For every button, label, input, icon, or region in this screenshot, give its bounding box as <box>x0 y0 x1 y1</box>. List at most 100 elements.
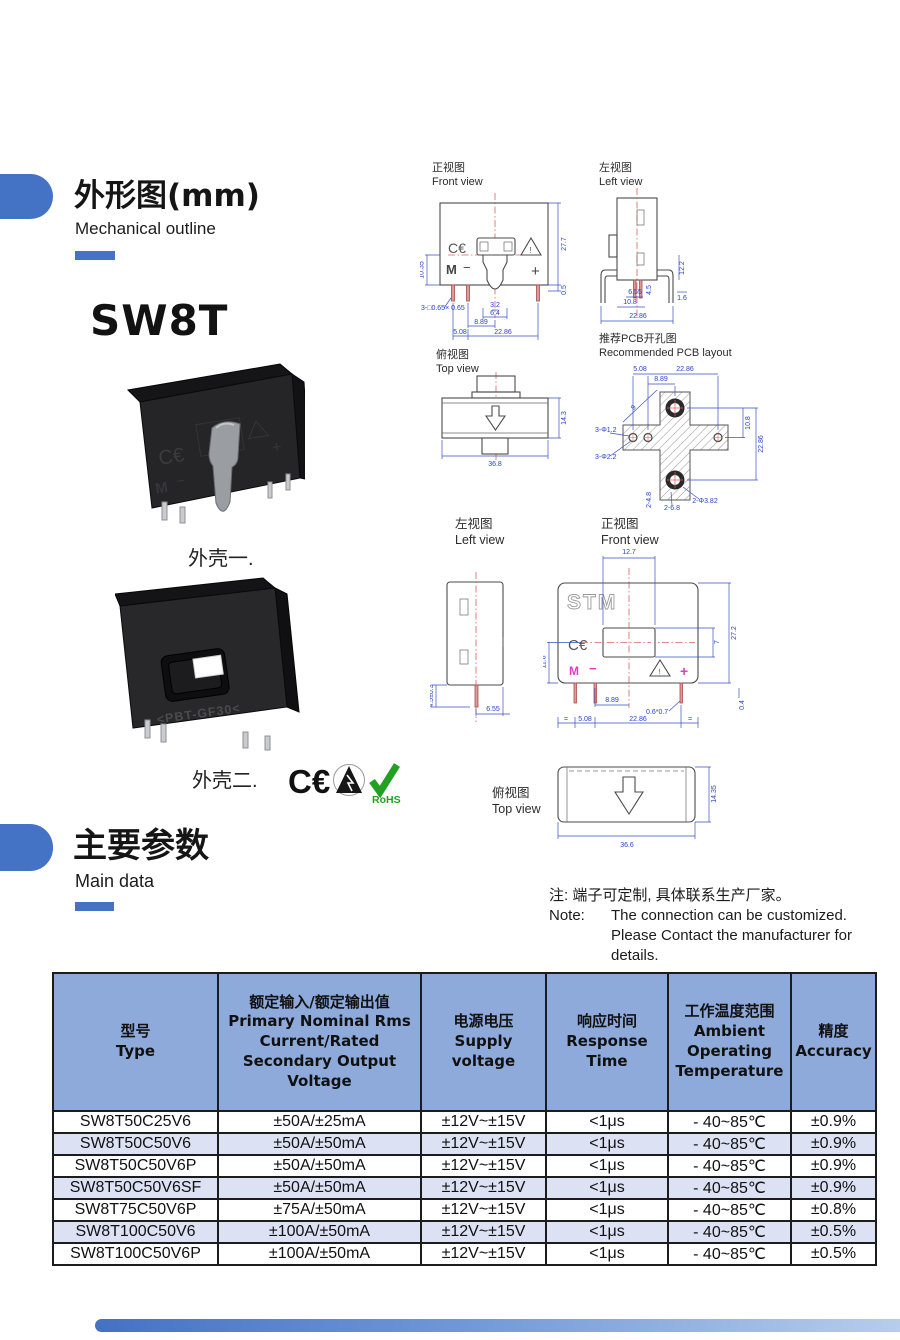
table-row: SW8T50C50V6P±50A/±50mA±12V~±15V<1μs- 40~… <box>52 1154 877 1178</box>
note-line2: Please Contact the manufacturer for deta… <box>611 927 852 964</box>
table-cell: <1μs <box>545 1176 669 1200</box>
fv2-minus-marking: − <box>589 661 597 676</box>
dim: = <box>688 716 692 723</box>
table-cell: - 40~85℃ <box>667 1110 792 1134</box>
front-view-1-label: 正视图 Front view <box>432 162 483 189</box>
left-view-2-label-zh: 左视图 <box>455 517 493 531</box>
col-header-en: Accuracy <box>795 1042 872 1060</box>
top-view-1-label-zh: 俯视图 <box>436 349 469 361</box>
dim: 7 <box>714 640 721 644</box>
dim: 3-□0.65× 0.65 <box>421 305 465 312</box>
section-title-outline-zh: 外形图(mm) <box>74 178 260 214</box>
dim: 27.7 <box>561 237 568 251</box>
fv2-m-marking: M <box>569 664 579 678</box>
dim: 27.2 <box>731 626 738 640</box>
dim: 2-6.8 <box>664 505 680 512</box>
dim: 6.55 <box>486 706 500 713</box>
dim: 6.55 <box>628 289 642 296</box>
col-header-operating-temp: 工作温度范围 Ambient Operating Temperature <box>667 972 792 1112</box>
fv2-stm-marking: STM <box>567 591 617 614</box>
cert-circle <box>333 764 365 796</box>
front-view-2-label-zh: 正视图 <box>601 517 639 531</box>
table-row: SW8T50C25V6±50A/±25mA±12V~±15V<1μs- 40~8… <box>52 1110 877 1134</box>
dim: 10.8 <box>623 299 637 306</box>
photo2-pin <box>144 719 151 739</box>
col-header-supply-voltage: 电源电压 Supply voltage <box>420 972 547 1112</box>
table-header-row: 型号 Type 额定输入/额定输出值 Primary Nominal Rms C… <box>52 972 877 1112</box>
photo1-m-marking: M <box>154 479 169 498</box>
dim: 0.5 <box>561 285 568 295</box>
front-view-1-label-en: Front view <box>432 175 483 188</box>
product-photo-case2: <PBT-GF30< <box>115 577 300 751</box>
table-cell: SW8T100C50V6P <box>52 1242 219 1266</box>
fv1-ce-marking: C€ <box>448 240 466 256</box>
photo1-plus-marking: + <box>271 439 283 457</box>
photo1-minus-marking: − <box>175 472 187 490</box>
col-header-accuracy: 精度 Accuracy <box>790 972 877 1112</box>
table-row: SW8T50C50V6±50A/±50mA±12V~±15V<1μs- 40~8… <box>52 1132 877 1156</box>
col-header-zh: 精度 <box>818 1022 849 1041</box>
dim: 10.8 <box>745 416 752 430</box>
table-body: SW8T50C25V6±50A/±25mA±12V~±15V<1μs- 40~8… <box>52 1110 877 1266</box>
dim: 36.8 <box>488 461 502 468</box>
col-header-zh: 响应时间 <box>576 1012 637 1031</box>
left-view-1-label-en: Left view <box>599 175 643 188</box>
note-label: Note: <box>549 907 585 924</box>
table-cell: <1μs <box>545 1220 669 1244</box>
dim: 3-Φ1.2 <box>595 427 617 434</box>
table-cell: <1μs <box>545 1154 669 1178</box>
table-cell: ±12V~±15V <box>420 1154 547 1178</box>
col-header-zh: 额定输入/额定输出值 <box>249 992 390 1011</box>
section-title-main-en: Main data <box>75 871 155 891</box>
table-cell: ±100A/±50mA <box>217 1220 422 1244</box>
table-cell: ±12V~±15V <box>420 1176 547 1200</box>
table-cell: ±12V~±15V <box>420 1110 547 1134</box>
product-name: SW8T <box>90 296 229 345</box>
cert-bolt-icon <box>346 774 355 792</box>
table-cell: ±0.9% <box>790 1110 877 1134</box>
table-cell: - 40~85℃ <box>667 1132 792 1156</box>
dim: 12.7 <box>622 549 636 556</box>
top-view-2-label-en: Top view <box>492 801 541 816</box>
table-cell: ±0.9% <box>790 1132 877 1156</box>
table-row: SW8T50C50V6SF±50A/±50mA±12V~±15V<1μs- 40… <box>52 1176 877 1200</box>
photo2-pin <box>264 735 271 751</box>
top-view-2-label-zh: 俯视图 <box>492 786 530 800</box>
table-cell: ±12V~±15V <box>420 1242 547 1266</box>
table-cell: ±75A/±50mA <box>217 1198 422 1222</box>
dim: 22.86 <box>629 716 647 723</box>
section-accent-pill <box>0 174 53 219</box>
left-view-2-drawing: 4.5±0.3 6.55 <box>430 572 510 722</box>
pcb-layout-label: 推荐PCB开孔图 Recommended PCB layout <box>599 333 732 360</box>
col-header-zh: 型号 <box>120 1022 151 1041</box>
table-cell: SW8T50C50V6 <box>52 1132 219 1156</box>
table-cell: ±0.5% <box>790 1242 877 1266</box>
dim: 22.86 <box>629 313 647 320</box>
photo1-warning-triangle <box>247 420 270 440</box>
dim: 3.2 <box>490 302 500 309</box>
left-view-1-drawing: 6.55 4.5 10.8 22.86 12.2 1.6 <box>600 188 687 324</box>
table-cell: ±12V~±15V <box>420 1220 547 1244</box>
dim: 8.89 <box>474 319 488 326</box>
dim: 14.3 <box>561 411 568 425</box>
table-cell: ±50A/±50mA <box>217 1132 422 1156</box>
dim: 4.5 <box>646 285 653 295</box>
fv2-triangle-excl: ! <box>659 669 661 676</box>
customization-note: 注: 端子可定制, 具体联系生产厂家。 Note: The connection… <box>549 886 889 966</box>
dim: 36.6 <box>620 842 634 849</box>
certification-logos: C€ RoHS <box>288 763 401 805</box>
dim: 22.86 <box>676 366 694 373</box>
dim: 22.86 <box>758 435 765 453</box>
left-view-1-label-zh: 左视图 <box>599 162 632 174</box>
dim: 1.6 <box>677 295 687 302</box>
col-header-rated-io: 额定输入/额定输出值 Primary Nominal Rms Current/R… <box>217 972 422 1112</box>
photo1-pin <box>179 506 186 524</box>
left-view-1-label: 左视图 Left view <box>599 162 642 189</box>
front-view-1-drawing: C€ M − + ! 27.7 10.35 0.5 3-□0.65× 0.65 … <box>420 193 568 340</box>
dim: 22.86 <box>494 329 512 336</box>
table-cell: ±0.9% <box>790 1176 877 1200</box>
top-view-1-drawing: 14.3 36.8 <box>441 372 568 468</box>
case1-label: 外壳一. <box>188 548 254 570</box>
top-view-2-drawing: 14.35 36.6 <box>557 766 718 849</box>
case2-label: 外壳二. <box>192 770 258 792</box>
